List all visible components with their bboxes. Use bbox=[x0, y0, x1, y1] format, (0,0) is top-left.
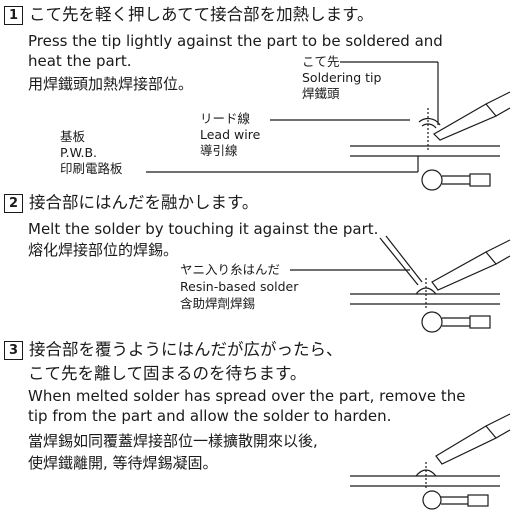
label-lead-wire-jp: リード線 bbox=[200, 111, 251, 126]
component-body-3 bbox=[422, 490, 442, 510]
label-pwb-jp: 基板 bbox=[60, 129, 86, 144]
step-2-zh-text: 熔化焊接部位的焊錫。 bbox=[28, 241, 179, 259]
heat-arc-1 bbox=[421, 123, 437, 129]
step-2-heading: 2 接合部にはんだを融かします。 bbox=[4, 192, 513, 214]
soldering-iron-tip-3 bbox=[435, 425, 497, 465]
label-resin-solder-zh: 含助焊劑焊錫 bbox=[180, 296, 256, 311]
step-3-en-line-1: When melted solder has spread over the p… bbox=[28, 387, 466, 405]
label-resin-solder-en: Resin-based solder bbox=[180, 279, 299, 294]
component-cap bbox=[469, 173, 491, 187]
step-3-heading-line-1: 3 接合部を覆うようにはんだが広がったら、 bbox=[4, 339, 513, 361]
step-1-en-line-2: heat the part. bbox=[28, 52, 132, 70]
soldering-iron-handle-bottom-3 bbox=[495, 429, 511, 439]
label-pwb-zh: 印刷電路板 bbox=[60, 161, 123, 176]
step-1-number: 1 bbox=[4, 5, 23, 25]
step-3-number: 3 bbox=[4, 340, 23, 360]
soldering-iron-handle-top bbox=[485, 91, 511, 105]
label-soldering-tip-jp: こて先 bbox=[302, 54, 340, 69]
heat-arc-2 bbox=[418, 117, 441, 126]
label-soldering-tip-en: Soldering tip bbox=[302, 70, 382, 85]
solder-wire-right bbox=[385, 235, 423, 283]
step-1-zh-text: 用焊鐵頭加熱焊接部位。 bbox=[28, 75, 194, 93]
soldering-iron-handle-top-3 bbox=[485, 413, 511, 427]
step-3-en-line-2: tip from the part and allow the solder t… bbox=[28, 407, 392, 425]
soldering-iron-handle-top-2 bbox=[485, 239, 511, 253]
component-cap-2 bbox=[469, 315, 491, 329]
step-3-zh-line-1: 當焊錫如同覆蓋焊接部位一樣擴散開來以後, bbox=[28, 432, 318, 450]
label-soldering-tip-zh: 焊鐵頭 bbox=[302, 86, 340, 101]
label-lead-wire-en: Lead wire bbox=[200, 127, 261, 142]
solder-fillet-2 bbox=[415, 287, 437, 295]
soldering-iron-handle-bottom-2 bbox=[495, 255, 511, 265]
step-3-jp-line-1: 接合部を覆うようにはんだが広がったら、 bbox=[29, 340, 343, 359]
step-3-jp-line-2: こて先を離して固まるのを待ちます。 bbox=[28, 364, 307, 383]
step-3-zh-line-2: 使焊鐵離開, 等待焊錫凝固。 bbox=[28, 454, 218, 472]
step-1: 1 こて先を軽く押しあてて接合部を加熱します。 bbox=[4, 4, 513, 26]
step-2-en-text: Melt the solder by touching it against t… bbox=[28, 220, 379, 238]
soldering-iron-handle-bottom bbox=[495, 107, 511, 117]
component-cap-3 bbox=[467, 494, 489, 507]
step-3: 3 接合部を覆うようにはんだが広がったら、 bbox=[4, 339, 513, 361]
step-1-jp-text: こて先を軽く押しあてて接合部を加熱します。 bbox=[29, 5, 374, 24]
solder-wire-left bbox=[379, 237, 419, 286]
step-2: 2 接合部にはんだを融かします。 bbox=[4, 192, 513, 214]
step-1-heading: 1 こて先を軽く押しあてて接合部を加熱します。 bbox=[4, 4, 513, 26]
label-pwb-en: P.W.B. bbox=[60, 145, 98, 160]
label-resin-solder-jp: ヤニ入り糸はんだ bbox=[180, 262, 281, 277]
label-lead-wire-zh: 導引線 bbox=[200, 143, 238, 158]
step-1-en-line-1: Press the tip lightly against the part t… bbox=[28, 32, 443, 50]
component-body bbox=[421, 169, 443, 191]
solder-fillet-3 bbox=[415, 469, 437, 477]
step-2-number: 2 bbox=[4, 193, 23, 213]
component-body-2 bbox=[421, 311, 443, 333]
step-2-jp-text: 接合部にはんだを融かします。 bbox=[29, 193, 259, 212]
